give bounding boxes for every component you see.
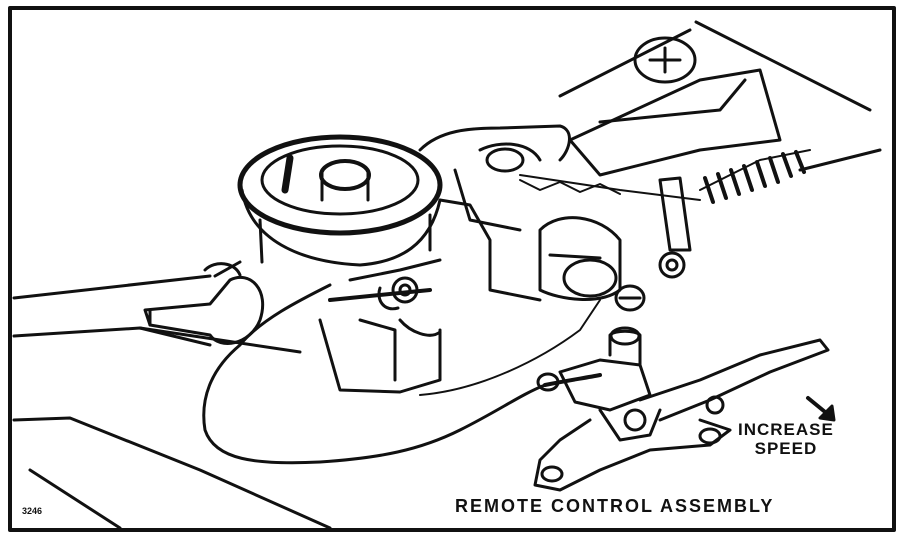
speed-text: SPEED	[754, 439, 818, 458]
engine-deck	[12, 20, 882, 530]
carburetor-body	[318, 124, 571, 394]
governor-arm	[519, 36, 811, 279]
figure-number: 3246	[22, 506, 43, 516]
increase-arrow	[806, 396, 836, 422]
choke-lever	[143, 262, 265, 345]
increase-text: INCREASE	[738, 420, 834, 439]
outer-border	[8, 6, 896, 532]
increase-speed-label: INCREASE SPEED	[738, 420, 834, 458]
remote-control-bracket	[533, 326, 830, 492]
throttle-plate	[538, 216, 646, 312]
control-cable	[202, 283, 602, 465]
caption: REMOTE CONTROL ASSEMBLY	[455, 496, 775, 516]
carburetor-air-horn	[237, 134, 443, 267]
